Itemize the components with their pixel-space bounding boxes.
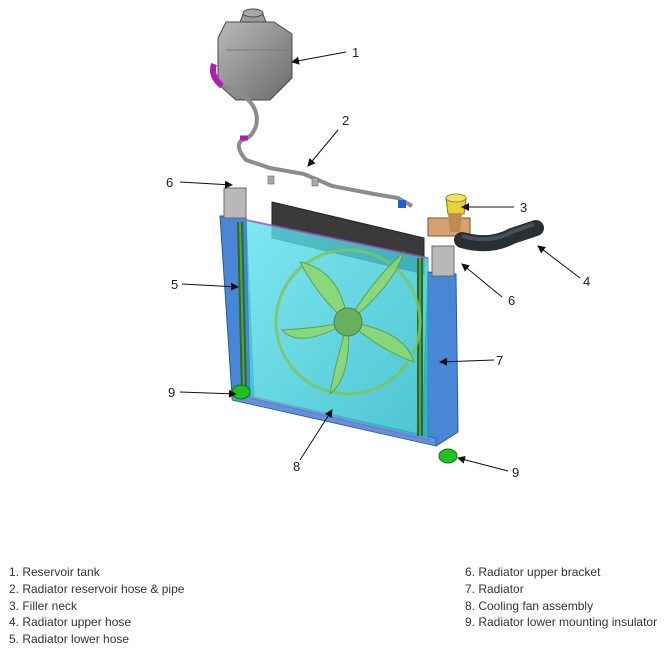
callout-6b: 6	[508, 293, 515, 308]
legend-item-radiator: 7. Radiator	[465, 581, 524, 596]
legend-right: 6. Radiator upper bracket 7. Radiator 8.…	[465, 564, 657, 631]
callout-4: 4	[583, 274, 590, 289]
leader-6a	[179, 180, 233, 189]
callout-numbers: 1 2 3 4 5 6 6 7 8 9 9	[166, 45, 590, 480]
lower-mounting-insulator-left	[231, 384, 251, 400]
callout-2: 2	[342, 113, 349, 128]
leader-9a	[179, 389, 237, 398]
lower-mounting-insulator-right	[438, 448, 458, 464]
callout-8: 8	[293, 459, 300, 474]
legend-item-filler-neck: 3. Filler neck	[9, 598, 78, 613]
legend-item-reservoir-tank: 1. Reservoir tank	[9, 565, 100, 579]
leader-6b	[461, 263, 503, 298]
legend-item-reservoir-hose-pipe: 2. Radiator reservoir hose & pipe	[9, 581, 185, 596]
callout-1: 1	[352, 45, 359, 60]
legend-item-lower-insulator: 9. Radiator lower mounting insulator	[465, 615, 658, 630]
leader-8	[299, 409, 333, 461]
reservoir-hose-pipe	[223, 84, 413, 208]
radiator-upper-hose	[454, 220, 544, 252]
filler-neck	[427, 193, 471, 237]
legend-left: 1. Reservoir tank 2. Radiator reservoir …	[9, 564, 184, 648]
leader-1	[291, 51, 347, 65]
leader-9b	[457, 455, 509, 472]
callout-9b: 9	[512, 465, 519, 480]
leader-lines	[179, 51, 581, 472]
reservoir-tank	[210, 8, 293, 101]
cooling-fan	[274, 248, 422, 396]
leader-5	[181, 282, 239, 291]
radiator-lower-hose	[237, 221, 247, 393]
cooling-system-diagram: 1 2 3 4 5 6 6 7 8 9 9	[166, 8, 590, 480]
leader-2	[307, 129, 339, 167]
callout-6a: 6	[166, 175, 173, 190]
leader-4	[537, 245, 581, 279]
legend-item-lower-hose: 5. Radiator lower hose	[9, 632, 130, 647]
callout-3: 3	[520, 200, 527, 215]
callout-7: 7	[496, 353, 503, 368]
legend-item-upper-hose: 4. Radiator upper hose	[9, 615, 132, 630]
legend-item-upper-bracket: 6. Radiator upper bracket	[465, 565, 601, 579]
callout-9a: 9	[168, 385, 175, 400]
legend-item-cooling-fan: 8. Cooling fan assembly	[465, 598, 594, 613]
leader-7	[439, 357, 495, 366]
callout-5: 5	[171, 277, 178, 292]
